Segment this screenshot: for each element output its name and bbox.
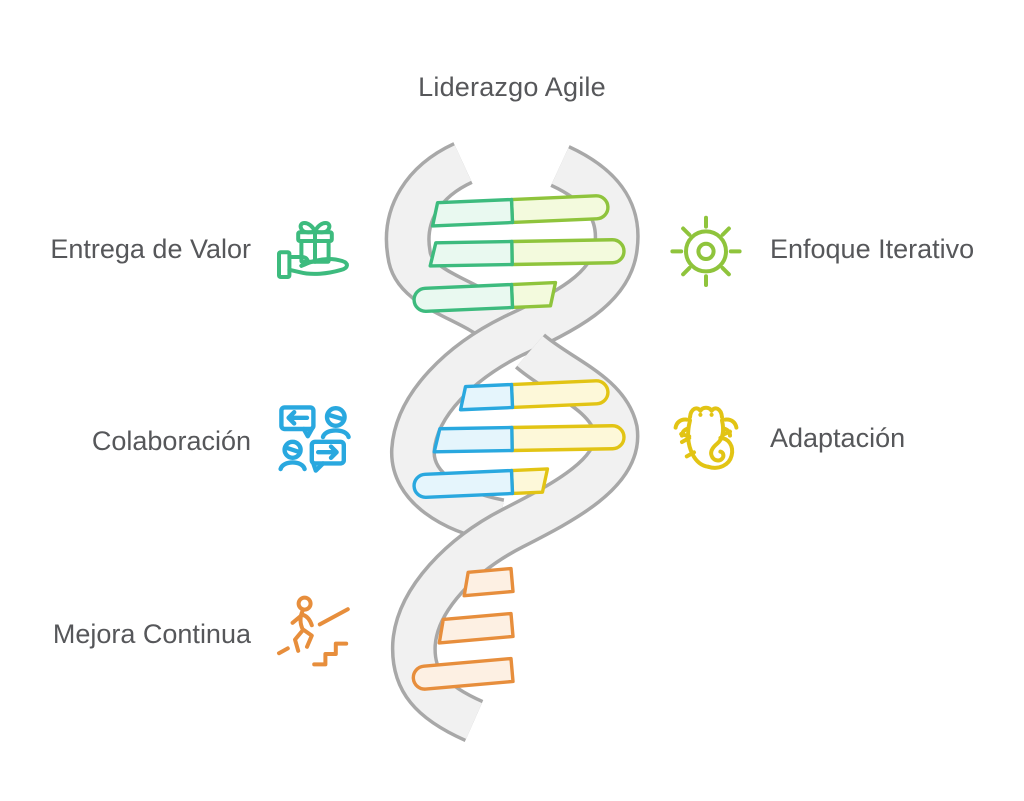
label-entrega-de-valor: Entrega de Valor: [50, 233, 251, 264]
rung: [412, 280, 558, 313]
row-entrega-de-valor: Entrega de Valor: [50, 209, 355, 289]
rung: [437, 611, 515, 645]
rung: [430, 194, 610, 228]
rung: [458, 379, 610, 412]
label-enfoque-iterativo: Enfoque Iterativo: [770, 233, 975, 264]
helix-rung-group-bottom: [411, 566, 515, 691]
rung: [411, 656, 515, 691]
gift-on-hand-icon: [275, 209, 355, 289]
sun-cycle-icon: [666, 209, 746, 289]
helix-rung-group-top: [412, 194, 626, 313]
collaboration-chat-icon: [275, 401, 355, 481]
row-colaboracion: Colaboración: [92, 401, 355, 481]
label-adaptacion: Adaptación: [770, 422, 906, 453]
row-enfoque-iterativo: Enfoque Iterativo: [666, 209, 974, 289]
rung: [462, 566, 515, 598]
rung: [412, 467, 550, 499]
label-colaboracion: Colaboración: [91, 425, 251, 456]
helix-rung-group-middle: [412, 379, 626, 499]
label-mejora-continua: Mejora Continua: [52, 618, 251, 649]
rung: [432, 424, 626, 454]
stairs-climb-icon: [275, 594, 355, 674]
page-title: Liderazgo Agile: [418, 72, 606, 102]
row-adaptacion: Adaptación: [666, 398, 905, 478]
rung: [428, 238, 626, 268]
chameleon-icon: [666, 398, 746, 478]
row-mejora-continua: Mejora Continua: [53, 594, 355, 674]
